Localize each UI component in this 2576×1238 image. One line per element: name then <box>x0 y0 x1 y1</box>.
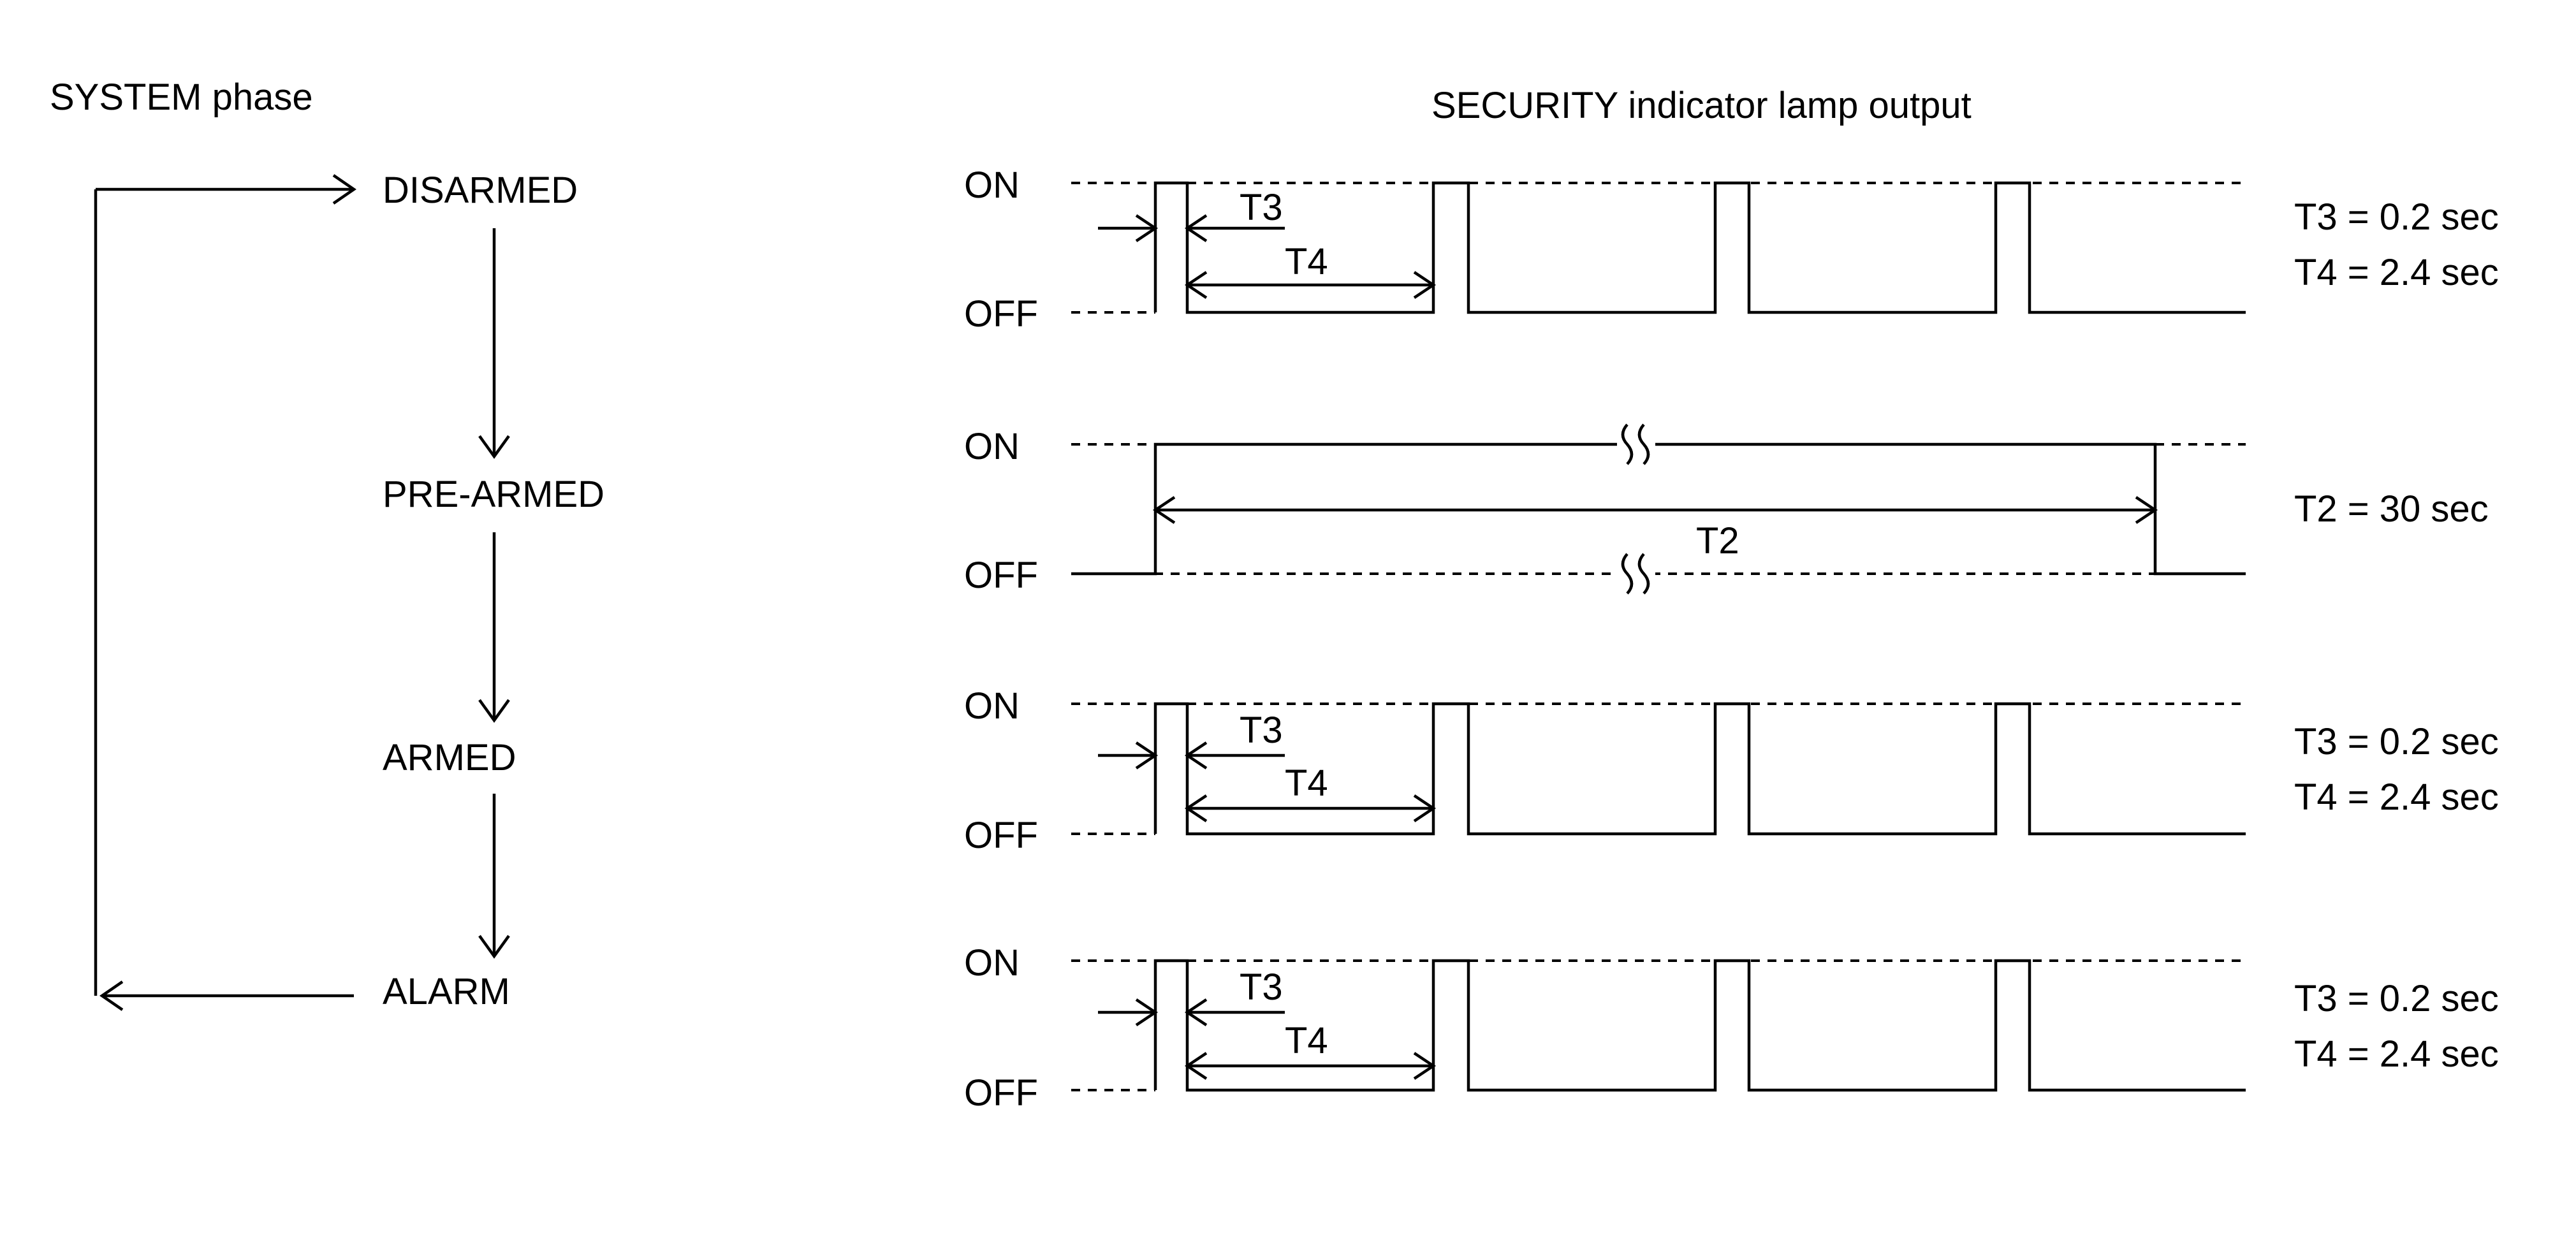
off-label: OFF <box>964 815 1038 856</box>
on-label: ON <box>964 426 1020 467</box>
t4-label: T4 <box>1285 762 1328 804</box>
t4-dimension: T4 <box>1184 762 1437 822</box>
t4-value: T4 = 2.4 sec <box>2294 252 2499 293</box>
lamp-signal-waveform <box>1153 959 2246 1092</box>
off-label: OFF <box>964 293 1038 335</box>
flow-arrow-disarmed-to-pre-armed <box>478 228 510 459</box>
t3-dimension: T3 <box>1098 710 1285 769</box>
flow-loop-back-alarm-to-disarmed <box>94 174 356 1011</box>
phase-label-alarm: ALARM <box>383 971 510 1012</box>
t3-label: T3 <box>1240 187 1283 228</box>
system-phase-title: SYSTEM phase <box>50 76 313 118</box>
t3-value: T3 = 0.2 sec <box>2294 978 2499 1019</box>
t4-dimension: T4 <box>1184 241 1437 299</box>
waveform-row-disarmed: ON OFF T3 T4 T3 = 0.2 sec T4 = 2.4 sec <box>964 164 2499 335</box>
t3-dimension: T3 <box>1098 966 1285 1026</box>
t3-label: T3 <box>1240 966 1283 1008</box>
lamp-output-title: SECURITY indicator lamp output <box>1431 85 1972 126</box>
t4-value: T4 = 2.4 sec <box>2294 1033 2499 1075</box>
phase-label-armed: ARMED <box>383 737 516 778</box>
t2-dimension: T2 <box>1152 496 2158 562</box>
time-break-symbol-bottom <box>1617 553 1655 595</box>
phase-label-disarmed: DISARMED <box>383 170 578 211</box>
t4-label: T4 <box>1285 1020 1328 1061</box>
t2-value: T2 = 30 sec <box>2294 488 2489 530</box>
waveform-row-alarm: ON OFF T3 T4 T3 = 0.2 sec T4 = 2.4 sec <box>964 942 2499 1114</box>
on-label: ON <box>964 164 1020 206</box>
t4-value: T4 = 2.4 sec <box>2294 776 2499 818</box>
lamp-signal-waveform <box>1153 181 2246 314</box>
off-label: OFF <box>964 555 1038 596</box>
t4-label: T4 <box>1285 241 1328 282</box>
on-label: ON <box>964 942 1020 984</box>
time-break-symbol-top <box>1617 423 1655 465</box>
flow-arrow-armed-to-alarm <box>478 794 510 959</box>
t4-dimension: T4 <box>1184 1020 1437 1080</box>
t3-label: T3 <box>1240 710 1283 751</box>
waveform-row-armed: ON OFF T3 T4 T3 = 0.2 sec T4 = 2.4 sec <box>964 685 2499 856</box>
waveform-row-pre-armed: ON OFF T2 T2 = 30 sec <box>964 423 2489 596</box>
on-label: ON <box>964 685 1020 727</box>
t2-label: T2 <box>1696 520 1739 562</box>
t3-dimension: T3 <box>1098 187 1285 242</box>
t3-value: T3 = 0.2 sec <box>2294 196 2499 238</box>
phase-label-pre-armed: PRE-ARMED <box>383 474 604 515</box>
flow-arrow-pre-armed-to-armed <box>478 532 510 723</box>
lamp-signal-waveform <box>1153 702 2246 836</box>
t3-value: T3 = 0.2 sec <box>2294 721 2499 762</box>
off-label: OFF <box>964 1072 1038 1114</box>
